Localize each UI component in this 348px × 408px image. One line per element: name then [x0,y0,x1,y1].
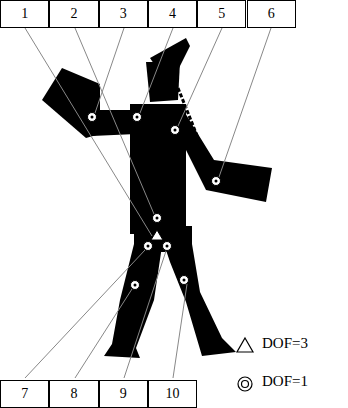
head [146,62,180,102]
callout-box: 2 [49,0,98,28]
joint-marker [131,281,140,290]
callout-number: 4 [169,6,176,22]
callout-box: 4 [148,0,197,28]
joint-dot [156,217,159,220]
joint-marker [163,242,172,251]
leader-line [75,28,154,214]
callout-box: 5 [197,0,246,28]
joint-dot [134,284,137,287]
callout-box: 10 [148,380,197,408]
joint-dot [166,245,169,248]
legend-label: DOF=1 [262,373,308,390]
leader-line [178,28,222,126]
leader-line [25,250,145,378]
leader-line [140,28,173,113]
joint-dot [147,245,150,248]
leader-line [219,28,271,177]
callout-number: 10 [166,386,180,402]
callout-number: 7 [21,386,28,402]
joint-dot [215,180,218,183]
joint-marker [171,126,180,135]
right-leg [164,244,236,356]
callout-number: 5 [218,6,225,22]
legend-triangle [237,338,253,352]
legend-label: DOF=3 [262,335,308,352]
joint-marker [153,214,162,223]
legend-double-circle [242,381,249,388]
callout-number: 2 [70,6,77,22]
leader-lines [25,28,271,378]
joint-dot [91,116,94,119]
callout-box: 8 [49,380,98,408]
left-leg [104,244,162,358]
callout-box: 7 [0,380,49,408]
legend-symbols [237,338,253,391]
joint-marker [212,177,221,186]
callout-number: 1 [21,6,28,22]
callout-number: 8 [70,386,77,402]
joint-marker [144,242,153,251]
joint-marker [133,113,142,122]
callout-box: 6 [247,0,296,28]
joint-dot [136,116,139,119]
joint-dot [183,279,186,282]
leader-line [95,28,124,113]
callout-number: 9 [120,386,127,402]
leader-line [75,289,132,378]
joint-markers [88,113,221,290]
callout-number: 3 [120,6,127,22]
joint-marker [180,276,189,285]
callout-box: 9 [99,380,148,408]
braid [178,88,214,178]
leader-line [173,284,187,378]
callout-box: 3 [99,0,148,28]
root-joint-triangle [151,230,163,240]
leader-line [124,251,166,378]
callout-box: 1 [0,0,49,28]
joint-dot [174,129,177,132]
body-silhouette [42,38,272,358]
callout-number: 6 [268,6,275,22]
legend-double-circle [238,377,252,391]
joint-marker [88,113,97,122]
